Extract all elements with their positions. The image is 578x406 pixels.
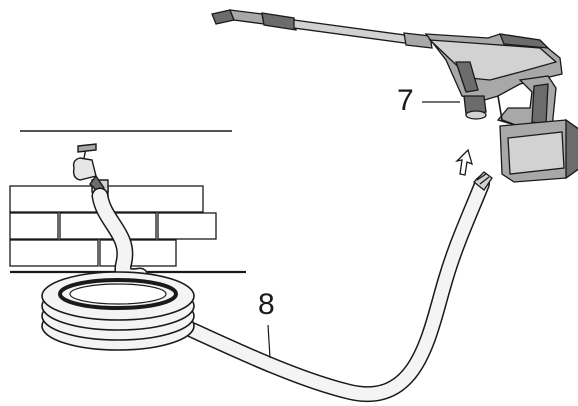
brick: [107, 185, 204, 213]
brick: [157, 212, 217, 240]
callout-7: 7: [397, 84, 414, 117]
tap-handle: [77, 143, 97, 153]
brick: [9, 212, 59, 240]
leader-line-8: [267, 324, 271, 359]
brick-wall: [9, 130, 246, 274]
water-inlet: [463, 95, 487, 115]
hose-connector: [473, 171, 493, 191]
brick: [9, 239, 99, 267]
callout-8: 8: [258, 288, 275, 321]
brick: [9, 185, 106, 213]
arrow-up-icon: [455, 148, 473, 176]
pressure-washer-gun: [211, 9, 578, 183]
hose-coil: [41, 271, 195, 351]
brick: [99, 239, 177, 267]
lance: [293, 19, 413, 45]
